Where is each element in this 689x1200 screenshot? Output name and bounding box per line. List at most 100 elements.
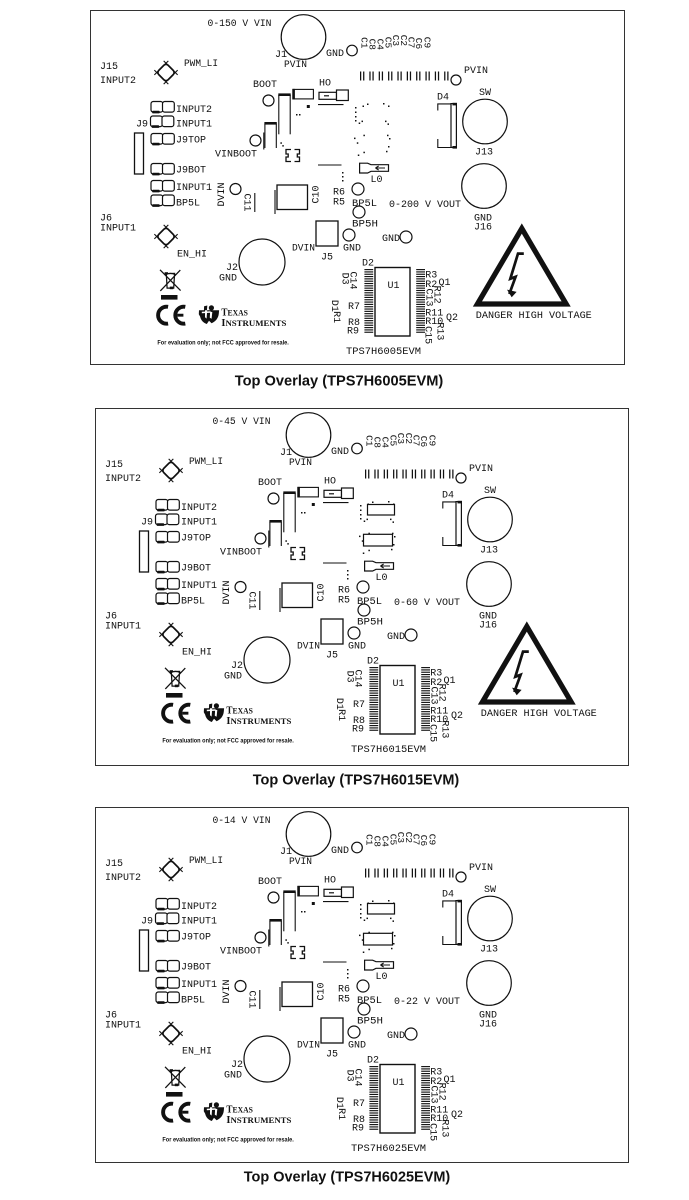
svg-text:DVIN: DVIN <box>222 580 233 604</box>
svg-text:R8: R8 <box>353 1115 365 1126</box>
svg-text:INPUT1: INPUT1 <box>181 917 217 928</box>
svg-text:R11: R11 <box>425 308 443 319</box>
svg-text:PVIN: PVIN <box>289 458 312 469</box>
svg-text:Top Overlay (TPS7H6015EVM): Top Overlay (TPS7H6015EVM) <box>253 772 460 789</box>
svg-text:INPUT2: INPUT2 <box>181 902 217 913</box>
svg-text:R2: R2 <box>430 678 442 689</box>
svg-text:Q2: Q2 <box>446 313 458 324</box>
svg-text:J9TOP: J9TOP <box>181 933 211 944</box>
svg-text:PVIN: PVIN <box>464 66 488 77</box>
svg-text:C10: C10 <box>311 185 322 203</box>
svg-text:PWM_LI: PWM_LI <box>184 59 218 70</box>
svg-text:GND: GND <box>348 642 366 653</box>
svg-text:INPUT1: INPUT1 <box>176 120 212 131</box>
svg-text:INPUT1: INPUT1 <box>181 518 217 529</box>
svg-text:GND: GND <box>387 632 405 643</box>
svg-text:PWM_LI: PWM_LI <box>189 457 223 468</box>
svg-text:J13: J13 <box>480 945 498 956</box>
svg-text:C8: C8 <box>372 836 383 848</box>
svg-text:J1: J1 <box>280 847 292 858</box>
svg-text:INPUT1: INPUT1 <box>100 224 136 235</box>
svg-text:For evaluation only; not FCC a: For evaluation only; not FCC approved fo… <box>162 1136 294 1143</box>
svg-text:D4: D4 <box>442 890 454 901</box>
svg-text:J2: J2 <box>231 661 243 672</box>
svg-text:BP5L: BP5L <box>176 199 200 210</box>
svg-text:C8: C8 <box>372 437 383 449</box>
svg-text:DVIN: DVIN <box>297 1041 320 1052</box>
svg-text:INSTRUMENTS: INSTRUMENTS <box>226 716 291 727</box>
svg-text:GND: GND <box>382 234 400 245</box>
svg-text:R1: R1 <box>335 709 346 721</box>
svg-text:INPUT1: INPUT1 <box>105 1021 141 1032</box>
svg-text:GND: GND <box>479 612 497 623</box>
svg-text:L0: L0 <box>371 175 383 186</box>
svg-text:D1: D1 <box>328 300 339 312</box>
svg-text:For evaluation only; not FCC a: For evaluation only; not FCC approved fo… <box>162 737 294 744</box>
svg-text:C6: C6 <box>418 835 429 847</box>
svg-text:SW: SW <box>479 88 491 99</box>
svg-text:C13: C13 <box>428 1085 439 1103</box>
svg-text:SW: SW <box>484 885 496 896</box>
svg-text:C15: C15 <box>422 326 433 344</box>
svg-text:DVIN: DVIN <box>297 642 320 653</box>
svg-text:C9: C9 <box>422 37 433 49</box>
svg-text:R12: R12 <box>436 684 447 702</box>
svg-text:0-14 V VIN: 0-14 V VIN <box>213 816 271 827</box>
svg-text:GND: GND <box>479 1011 497 1022</box>
svg-text:BOOT: BOOT <box>258 478 282 489</box>
svg-text:J15: J15 <box>105 859 123 870</box>
svg-text:L0: L0 <box>376 573 388 584</box>
svg-text:J2: J2 <box>231 1060 243 1071</box>
svg-text:D3: D3 <box>344 1070 355 1082</box>
svg-text:R3: R3 <box>430 1068 442 1079</box>
svg-text:0-60 V VOUT: 0-60 V VOUT <box>394 598 460 609</box>
svg-text:C11: C11 <box>246 990 257 1008</box>
svg-text:D2: D2 <box>362 259 374 270</box>
svg-text:C9: C9 <box>427 435 438 447</box>
svg-text:BP5H: BP5H <box>357 1017 383 1028</box>
svg-text:C10: C10 <box>316 583 327 601</box>
svg-text:INPUT2: INPUT2 <box>181 503 217 514</box>
svg-text:L0: L0 <box>376 972 388 983</box>
svg-text:J9BOT: J9BOT <box>181 963 211 974</box>
svg-text:0-150 V VIN: 0-150 V VIN <box>208 19 272 30</box>
svg-text:For evaluation only; not FCC a: For evaluation only; not FCC approved fo… <box>157 339 289 346</box>
svg-text:BP5L: BP5L <box>352 199 377 210</box>
svg-text:TPS7H6025EVM: TPS7H6025EVM <box>351 1144 426 1155</box>
svg-text:J9BOT: J9BOT <box>181 564 211 575</box>
svg-text:HO: HO <box>319 79 331 90</box>
svg-text:C11: C11 <box>241 193 252 211</box>
svg-text:J9: J9 <box>141 518 153 529</box>
svg-text:PVIN: PVIN <box>469 863 493 874</box>
svg-text:J5: J5 <box>326 651 338 662</box>
svg-text:TEXAS: TEXAS <box>226 706 253 717</box>
svg-text:R10: R10 <box>430 715 448 726</box>
svg-text:C13: C13 <box>428 686 439 704</box>
svg-text:J6: J6 <box>105 1011 117 1022</box>
svg-text:C7: C7 <box>406 37 417 48</box>
svg-text:TPS7H6015EVM: TPS7H6015EVM <box>351 745 426 756</box>
svg-text:J15: J15 <box>100 62 118 73</box>
svg-text:J6: J6 <box>100 214 112 225</box>
svg-text:J9: J9 <box>136 120 148 131</box>
svg-text:C14: C14 <box>352 1068 363 1086</box>
svg-text:GND: GND <box>331 447 349 458</box>
svg-text:EN_HI: EN_HI <box>177 250 207 261</box>
svg-text:INSTRUMENTS: INSTRUMENTS <box>226 1115 291 1126</box>
svg-text:R9: R9 <box>352 724 364 735</box>
svg-text:J9: J9 <box>141 917 153 928</box>
svg-text:C15: C15 <box>427 1123 438 1141</box>
svg-text:R1: R1 <box>330 311 341 323</box>
svg-text:R11: R11 <box>430 706 448 717</box>
svg-text:0-22 V VOUT: 0-22 V VOUT <box>394 997 460 1008</box>
svg-text:R10: R10 <box>430 1114 448 1125</box>
svg-text:INPUT2: INPUT2 <box>100 76 136 87</box>
svg-text:R7: R7 <box>353 700 365 711</box>
svg-text:GND: GND <box>224 1071 242 1082</box>
svg-text:J1: J1 <box>275 50 287 61</box>
svg-text:C5: C5 <box>383 37 394 49</box>
svg-text:SW: SW <box>484 486 496 497</box>
svg-text:R3: R3 <box>430 669 442 680</box>
svg-text:Top Overlay (TPS7H6025EVM): Top Overlay (TPS7H6025EVM) <box>244 1169 451 1186</box>
svg-text:J13: J13 <box>475 148 493 159</box>
